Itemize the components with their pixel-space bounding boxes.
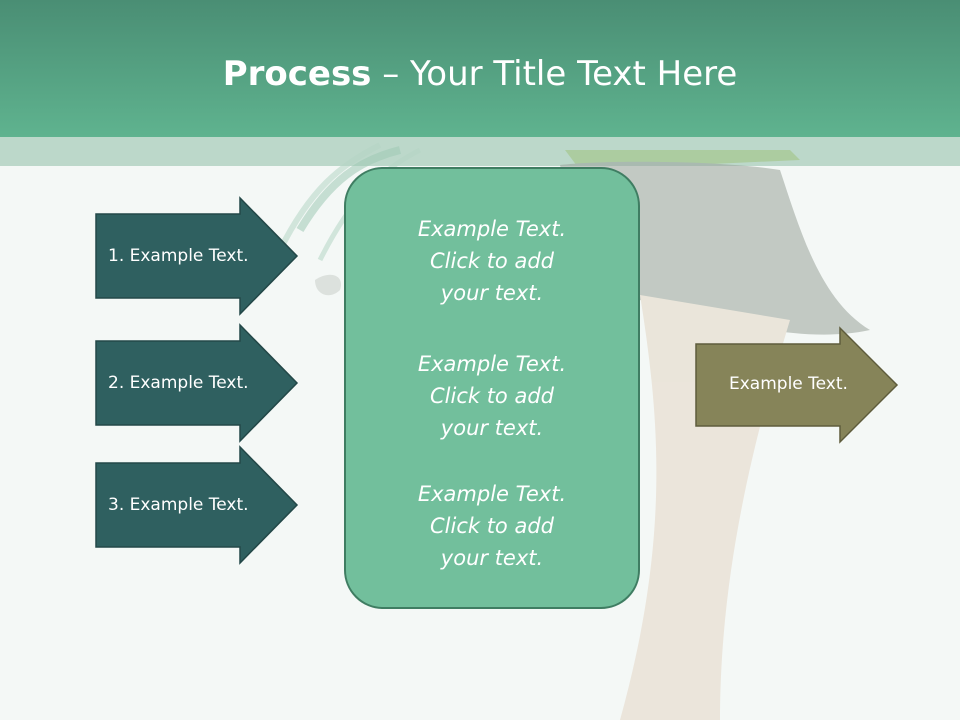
center-line: Example Text. xyxy=(417,352,567,376)
step-arrow-3[interactable] xyxy=(95,445,299,565)
center-line: your text. xyxy=(440,416,544,440)
step-label-3: 3. Example Text. xyxy=(108,495,249,515)
center-line: Click to add xyxy=(429,514,554,538)
center-line: Click to add xyxy=(429,384,554,408)
center-line: Click to add xyxy=(429,249,554,273)
step-label-1: 1. Example Text. xyxy=(108,246,249,266)
output-label: Example Text. xyxy=(729,374,848,394)
step-label-2: 2. Example Text. xyxy=(108,373,249,393)
title-bold: Process xyxy=(222,54,372,94)
center-text-block-1[interactable]: Example Text. Click to add your text. xyxy=(345,213,639,309)
header-band xyxy=(0,137,960,166)
header-bar xyxy=(0,0,960,137)
center-line: Example Text. xyxy=(417,217,567,241)
step-arrow-1[interactable] xyxy=(95,196,299,316)
output-arrow[interactable] xyxy=(695,326,899,444)
title-rest: – Your Title Text Here xyxy=(371,54,738,94)
center-box[interactable] xyxy=(344,167,640,609)
center-line: Example Text. xyxy=(417,482,567,506)
center-text-block-3[interactable]: Example Text. Click to add your text. xyxy=(345,478,639,574)
center-line: your text. xyxy=(440,546,544,570)
center-text-block-2[interactable]: Example Text. Click to add your text. xyxy=(345,348,639,444)
center-line: your text. xyxy=(440,281,544,305)
slide-title[interactable]: Process – Your Title Text Here xyxy=(0,52,960,96)
step-arrow-2[interactable] xyxy=(95,323,299,443)
